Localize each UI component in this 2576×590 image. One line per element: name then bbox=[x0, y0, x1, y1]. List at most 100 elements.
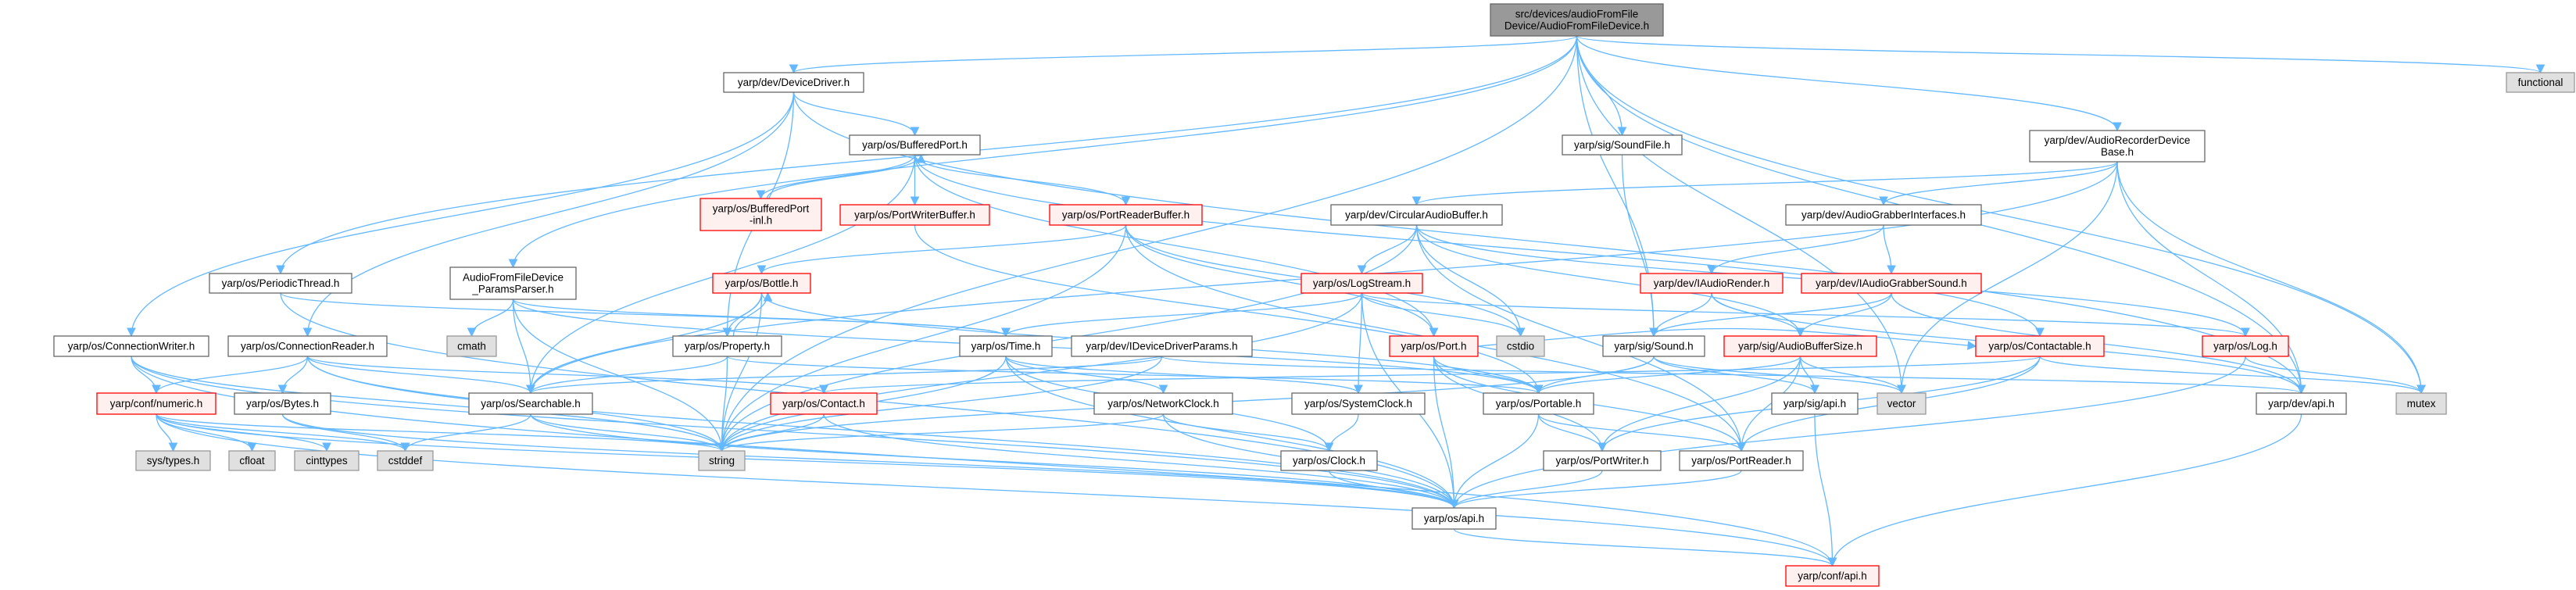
node-label: yarp/os/PortWriter.h bbox=[1555, 455, 1648, 467]
edge-contactable-to-mutex bbox=[2039, 356, 2426, 395]
node-periodic[interactable]: yarp/os/PeriodicThread.h bbox=[209, 273, 352, 294]
node-box bbox=[1543, 450, 1662, 471]
node-clock[interactable]: yarp/os/Clock.h bbox=[1280, 450, 1378, 471]
node-box bbox=[1975, 335, 2105, 357]
node-label: src/devices/audioFromFile bbox=[1515, 9, 1639, 20]
node-circ[interactable]: yarp/dev/CircularAudioBuffer.h bbox=[1330, 204, 1503, 226]
node-portable[interactable]: yarp/os/Portable.h bbox=[1483, 392, 1594, 415]
node-label: yarp/os/api.h bbox=[1424, 513, 1484, 524]
node-systypes[interactable]: sys/types.h bbox=[135, 450, 211, 471]
node-box bbox=[1291, 392, 1426, 415]
node-searchable[interactable]: yarp/os/Searchable.h bbox=[468, 392, 593, 415]
node-label: yarp/dev/IAudioRender.h bbox=[1654, 277, 1770, 289]
node-bufport[interactable]: yarp/os/BufferedPort.h bbox=[849, 134, 981, 156]
node-box bbox=[1301, 273, 1423, 294]
node-cstdio[interactable]: cstdio bbox=[1496, 335, 1545, 357]
node-string[interactable]: string bbox=[698, 450, 746, 471]
node-cmath[interactable]: cmath bbox=[446, 335, 497, 357]
edge-sound-to-vector bbox=[1653, 356, 1906, 395]
node-label: yarp/os/PortReaderBuffer.h bbox=[1062, 209, 1190, 221]
node-contactable[interactable]: yarp/os/Contactable.h bbox=[1975, 335, 2105, 357]
edge-clock-to-osapi bbox=[1328, 470, 1459, 510]
node-box bbox=[1483, 392, 1594, 415]
node-devdriver[interactable]: yarp/dev/DeviceDriver.h bbox=[723, 72, 864, 93]
node-osapi[interactable]: yarp/os/api.h bbox=[1411, 507, 1497, 530]
node-time[interactable]: yarp/os/Time.h bbox=[959, 335, 1053, 357]
edge-sigapi-to-confapi bbox=[1814, 413, 1837, 567]
node-igrabsound[interactable]: yarp/dev/IAudioGrabberSound.h bbox=[1801, 273, 1982, 294]
node-logstream[interactable]: yarp/os/LogStream.h bbox=[1301, 273, 1423, 294]
node-label: cinttypes bbox=[306, 455, 348, 467]
node-bottle[interactable]: yarp/os/Bottle.h bbox=[712, 273, 811, 294]
node-connreader[interactable]: yarp/os/ConnectionReader.h bbox=[227, 335, 388, 357]
node-sound[interactable]: yarp/sig/Sound.h bbox=[1602, 335, 1705, 357]
node-label: yarp/sig/SoundFile.h bbox=[1574, 139, 1670, 151]
edge-params-to-cmath bbox=[467, 299, 514, 338]
node-label: yarp/os/PortReader.h bbox=[1691, 455, 1791, 467]
edge-logstream-to-sysclock bbox=[1354, 292, 1363, 395]
node-label: cstdio bbox=[1507, 341, 1534, 352]
edge-bufport-to-prbuf bbox=[914, 154, 1131, 206]
edge-params-to-searchable bbox=[512, 299, 535, 395]
node-bufportinl[interactable]: yarp/os/BufferedPort-inl.h bbox=[699, 198, 822, 231]
node-property[interactable]: yarp/os/Property.h bbox=[672, 335, 782, 357]
node-box bbox=[1785, 204, 1982, 226]
edge-devdriver-to-connwriter bbox=[127, 91, 795, 338]
node-label: cfloat bbox=[239, 455, 265, 467]
node-mutex[interactable]: mutex bbox=[2395, 392, 2447, 415]
edge-bytes-to-cstddef bbox=[281, 413, 410, 452]
node-sigapi[interactable]: yarp/sig/api.h bbox=[1771, 392, 1859, 415]
edge-numeric-to-osapi bbox=[156, 413, 1459, 510]
edge-devapi-to-confapi bbox=[1827, 413, 2302, 567]
node-grabint[interactable]: yarp/dev/AudioGrabberInterfaces.h bbox=[1785, 204, 1982, 226]
node-audiobufsize[interactable]: yarp/sig/AudioBufferSize.h bbox=[1723, 335, 1877, 357]
node-contact[interactable]: yarp/os/Contact.h bbox=[770, 392, 878, 415]
node-sysclock[interactable]: yarp/os/SystemClock.h bbox=[1291, 392, 1426, 415]
node-box bbox=[849, 134, 981, 156]
node-log[interactable]: yarp/os/Log.h bbox=[2202, 335, 2289, 357]
node-cinttypes[interactable]: cinttypes bbox=[294, 450, 360, 471]
node-confapi[interactable]: yarp/conf/api.h bbox=[1785, 565, 1880, 587]
node-idevparams[interactable]: yarp/dev/IDeviceDriverParams.h bbox=[1071, 335, 1253, 357]
edge-connreader-to-bytes bbox=[277, 356, 309, 395]
node-devapi[interactable]: yarp/dev/api.h bbox=[2256, 392, 2347, 415]
node-cfloat[interactable]: cfloat bbox=[228, 450, 276, 471]
node-portreader[interactable]: yarp/os/PortReader.h bbox=[1679, 450, 1804, 471]
edge-bytes-to-osapi bbox=[281, 413, 1459, 510]
edge-src-to-vector bbox=[1576, 35, 1906, 395]
node-connwriter[interactable]: yarp/os/ConnectionWriter.h bbox=[53, 335, 209, 357]
node-portwriter[interactable]: yarp/os/PortWriter.h bbox=[1543, 450, 1662, 471]
node-label: AudioFromFileDevice bbox=[463, 272, 564, 284]
edge-recorder-to-grabint bbox=[1879, 161, 2118, 206]
nodes-layer: src/devices/audioFromFileDevice/AudioFro… bbox=[53, 3, 2575, 587]
node-box bbox=[468, 392, 593, 415]
edge-logstream-to-string bbox=[717, 292, 1363, 452]
node-pwbuf[interactable]: yarp/os/PortWriterBuffer.h bbox=[839, 204, 990, 226]
node-bytes[interactable]: yarp/os/Bytes.h bbox=[234, 392, 331, 415]
node-label: yarp/os/ConnectionReader.h bbox=[241, 341, 374, 352]
edge-src-to-string bbox=[717, 35, 1578, 452]
node-port[interactable]: yarp/os/Port.h bbox=[1389, 335, 1479, 357]
edge-src-to-recorder bbox=[1576, 35, 2122, 132]
node-prbuf[interactable]: yarp/os/PortReaderBuffer.h bbox=[1049, 204, 1203, 226]
node-label: yarp/sig/Sound.h bbox=[1614, 341, 1693, 352]
node-soundfile[interactable]: yarp/sig/SoundFile.h bbox=[1562, 134, 1683, 156]
node-netclock[interactable]: yarp/os/NetworkClock.h bbox=[1093, 392, 1233, 415]
node-vector[interactable]: vector bbox=[1877, 392, 1927, 415]
node-box bbox=[698, 450, 746, 471]
edge-grabint-to-igrabsound bbox=[1883, 224, 1896, 275]
node-label: yarp/dev/api.h bbox=[2268, 398, 2334, 409]
node-src[interactable]: src/devices/audioFromFileDevice/AudioFro… bbox=[1490, 3, 1664, 37]
edge-prbuf-to-bottle bbox=[757, 224, 1127, 275]
edge-src-to-mutex bbox=[1576, 35, 2426, 395]
node-label: yarp/os/Bytes.h bbox=[246, 398, 319, 409]
edge-idevparams-to-string bbox=[717, 356, 1163, 452]
node-label: yarp/conf/api.h bbox=[1798, 570, 1867, 582]
node-params[interactable]: AudioFromFileDevice_ParamsParser.h bbox=[449, 266, 577, 300]
node-iaudiorender[interactable]: yarp/dev/IAudioRender.h bbox=[1640, 273, 1784, 294]
node-cstddef[interactable]: cstddef bbox=[377, 450, 434, 471]
node-functional[interactable]: functional bbox=[2506, 72, 2575, 93]
node-numeric[interactable]: yarp/conf/numeric.h bbox=[96, 392, 216, 415]
edge-bufportinl-to-bufport bbox=[766, 153, 926, 199]
